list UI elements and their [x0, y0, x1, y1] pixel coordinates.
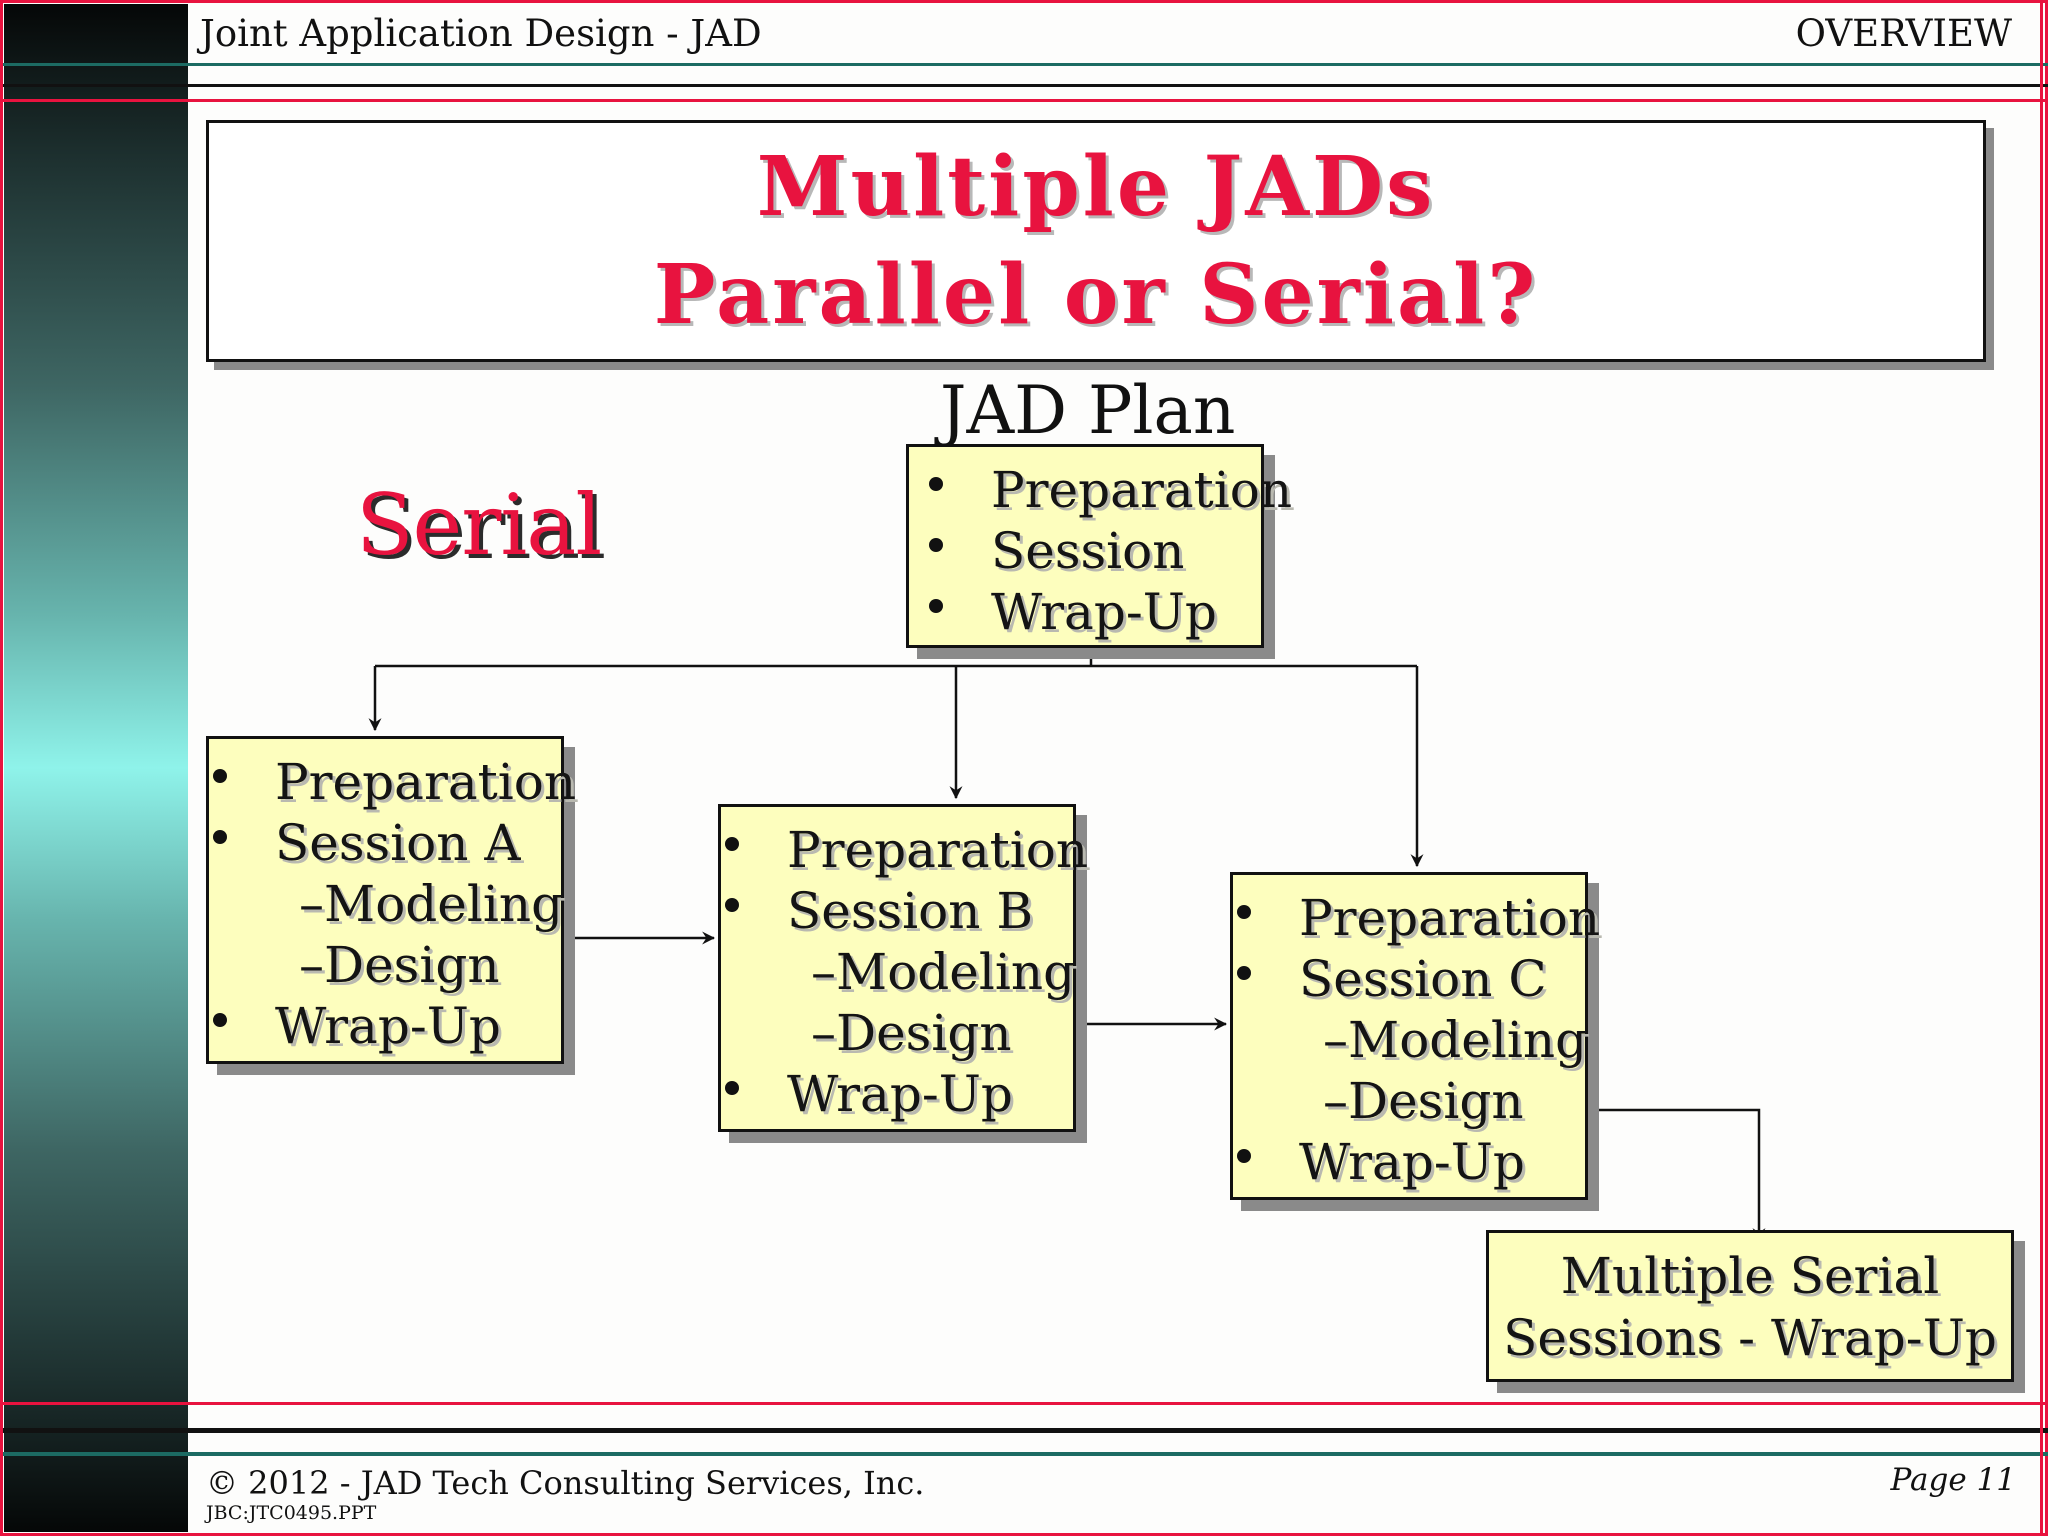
header-title: Joint Application Design - JAD — [200, 12, 762, 55]
session-b-wrap-up: Wrap-Up — [787, 1065, 1013, 1123]
header-section: OVERVIEW — [1795, 12, 2012, 55]
right-guide-line — [2040, 0, 2043, 1536]
plan-item-session: Session — [991, 522, 1185, 580]
bullet-icon — [725, 1081, 739, 1095]
bullet-icon — [213, 830, 227, 844]
session-a-wrap-up: Wrap-Up — [275, 997, 501, 1055]
header-rule-teal — [0, 63, 2048, 66]
session-c-design: –Design — [1323, 1072, 1524, 1130]
session-c-wrap-up: Wrap-Up — [1299, 1133, 1525, 1191]
final-line-2: Sessions - Wrap-Up — [1503, 1309, 1997, 1367]
plan-item-preparation: Preparation — [991, 461, 1293, 519]
slide-title-line-1: Multiple JADs — [756, 139, 1436, 235]
left-guide-line — [0, 0, 3, 1536]
bullet-icon — [725, 898, 739, 912]
footer-rule-black — [0, 1428, 2048, 1433]
session-a-design: –Design — [299, 936, 500, 994]
slide-title-line-2: Parallel or Serial? — [653, 247, 1539, 343]
session-a-box: Preparation Session A –Modeling –Design … — [206, 736, 576, 1064]
session-c-box: Preparation Session C –Modeling –Design … — [1230, 872, 1600, 1200]
session-a-preparation: Preparation — [275, 753, 577, 811]
session-b-preparation: Preparation — [787, 821, 1089, 879]
session-b-modeling: –Modeling — [811, 943, 1076, 1001]
bullet-icon — [1237, 1149, 1251, 1163]
bullet-icon — [725, 837, 739, 851]
footer-file-id: JBC:JTC0495.PPT — [206, 1502, 377, 1524]
header-rule-black — [0, 84, 2048, 87]
session-b-title: Session B — [787, 882, 1034, 940]
session-c-preparation: Preparation — [1299, 889, 1601, 947]
session-b-design: –Design — [811, 1004, 1012, 1062]
bullet-icon — [929, 599, 943, 613]
bullet-icon — [1237, 905, 1251, 919]
footer-rule-teal — [0, 1452, 2048, 1456]
bullet-icon — [1237, 966, 1251, 980]
footer-page-number: Page 11 — [1890, 1462, 2016, 1498]
session-a-title: Session A — [275, 814, 521, 872]
slide-title-box: Multiple JADs Parallel or Serial? — [206, 120, 1986, 362]
session-c-title: Session C — [1299, 950, 1547, 1008]
bullet-icon — [929, 538, 943, 552]
plan-item-wrap-up: Wrap-Up — [991, 583, 1217, 641]
jad-plan-label: JAD Plan — [940, 372, 1236, 449]
footer-copyright: © 2012 - JAD Tech Consulting Services, I… — [206, 1464, 925, 1502]
bullet-icon — [213, 1013, 227, 1027]
bullet-icon — [929, 477, 943, 491]
final-wrap-up-box: Multiple Serial Sessions - Wrap-Up — [1486, 1230, 2014, 1382]
session-b-box: Preparation Session B –Modeling –Design … — [718, 804, 1088, 1132]
bullet-icon — [213, 769, 227, 783]
header-rule-red — [0, 99, 2048, 102]
footer-rule-red — [0, 1402, 2048, 1405]
sidebar-gradient-band — [4, 4, 188, 1532]
arrow-session-c-to-final — [1587, 1108, 1766, 1242]
final-line-1: Multiple Serial — [1560, 1247, 1940, 1305]
jad-plan-box: Preparation Session Wrap-Up — [906, 444, 1292, 648]
session-c-modeling: –Modeling — [1323, 1011, 1588, 1069]
session-a-modeling: –Modeling — [299, 875, 564, 933]
serial-label: Serial — [356, 476, 602, 574]
